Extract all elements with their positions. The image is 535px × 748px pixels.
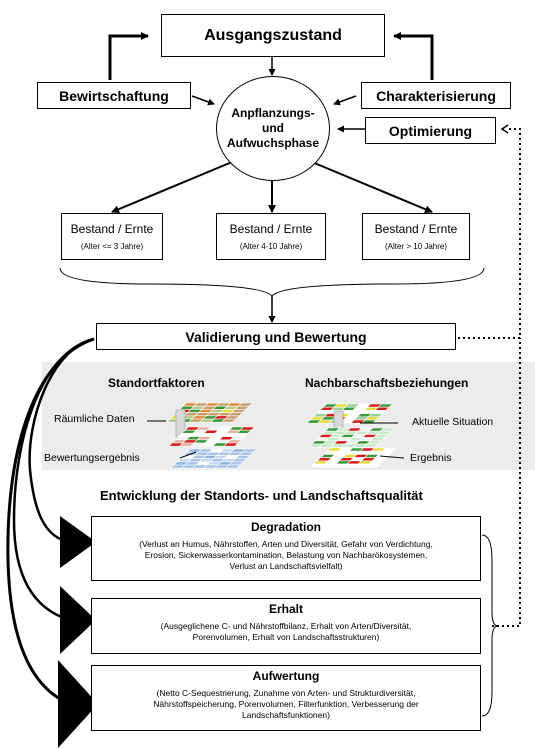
degradation-line: (Verlust an Humus, Nährstoffen, Arten un… [139,539,433,549]
grid-cell [222,442,239,447]
stand-title: Bestand / Ernte [229,221,313,236]
stands-brace [59,267,485,297]
stand-age: (Alter 4-10 Jahre) [239,241,303,251]
stand-title: Bestand / Ernte [374,221,458,236]
maintenance-box: Erhalt (Ausgeglichene C- und Nährstoffbi… [91,598,481,654]
assessment-result-label: Bewertungsergebnis [44,452,140,464]
site-layer-3 [169,448,258,469]
grid-cell [364,463,381,468]
management-label: Bewirtschaftung [59,87,169,104]
management-box: Bewirtschaftung [37,82,191,109]
dotted-feedback-line [458,128,521,339]
characterization-box: Charakterisierung [361,82,511,109]
degradation-box: Degradation (Verlust an Humus, Nährstoff… [91,516,481,581]
neighbour-layer-3 [309,447,398,468]
neighbourhood-title: Nachbarschaftsbeziehungen [305,376,469,390]
upgrade-box: Aufwertung (Netto C-Sequestrierung, Zuna… [91,665,481,731]
curve-arrow-maintenance [12,337,95,622]
outcomes-brace [481,534,499,717]
phase-line-2: und [261,121,284,135]
validation-label: Validierung und Bewertung [185,328,367,345]
current-situation-label: Aktuelle Situation [412,416,494,428]
upgrade-line: Landschaftsfunktionen) [242,710,330,720]
planting-phase-circle: Anpflanzungs- und Aufwuchsphase [216,76,330,181]
curve-arrow-degradation [28,337,95,544]
site-factors-title: Standortfaktoren [108,376,205,390]
initial-state-label: Ausgangszustand [204,26,342,44]
upgrade-line: (Netto C-Sequestrierung, Zunahme von Art… [156,688,416,698]
dotted-outcome-line [492,338,521,627]
maintenance-line: (Ausgeglichene C- und Nährstoffbilanz, E… [160,621,412,631]
optimization-box: Optimierung [365,117,496,144]
arrow-management-to-phase [191,95,215,106]
characterization-label: Charakterisierung [376,87,496,104]
phase-line-3: Aufwuchsphase [226,136,319,150]
degradation-line: Erosion, Sickerwasserkontamination, Bela… [144,550,428,560]
stand-title: Bestand / Ernte [70,221,154,236]
validation-box: Validierung und Bewertung [96,323,456,350]
site-layer-1 [165,402,254,423]
neighbour-layer-2 [307,427,396,448]
grid-cell [220,418,237,423]
stand-age: (Alter > 10 Jahre) [384,241,448,251]
stand-age: (Alter <= 3 Jahre) [80,241,144,251]
development-title: Entwicklung der Standorts- und Landschaf… [100,488,423,503]
stand-box-3: Bestand / Ernte (Alter > 10 Jahre) [362,213,470,260]
phase-line-1: Anpflanzungs- [231,106,315,120]
grid-cell [224,464,241,469]
upgrade-title: Aufwertung [252,669,320,683]
degradation-title: Degradation [250,520,321,534]
maintenance-line: Porenvolumen, Erhalt von Landschaftsstru… [192,632,380,642]
initial-state-box: Ausgangszustand [161,14,385,57]
result-label: Ergebnis [410,452,452,464]
stand-box-2: Bestand / Ernte (Alter 4-10 Jahre) [216,213,326,260]
curve-arrow-upgrade [6,337,95,706]
arrow-phase-to-stand-1 [111,161,233,213]
feedback-arrow-left [108,32,149,80]
grid-cell [362,443,379,448]
site-layer-2 [167,426,256,447]
optimization-label: Optimierung [388,122,473,139]
feedback-arrow-right [393,32,434,80]
upgrade-line: Nährstoffspeicherung, Porenvolumen, Filt… [153,699,419,709]
arrow-phase-to-stand-3 [311,161,433,213]
maintenance-title: Erhalt [268,602,303,616]
degradation-line: Verlust an Landschaftsvielfalt) [229,561,343,571]
arrow-characterization-to-phase [333,95,357,106]
site-assessment-panel [42,362,535,470]
spatial-data-label: Räumliche Daten [54,413,135,425]
neighbour-layer-1 [305,403,394,424]
stand-box-1: Bestand / Ernte (Alter <= 3 Jahre) [61,213,163,260]
